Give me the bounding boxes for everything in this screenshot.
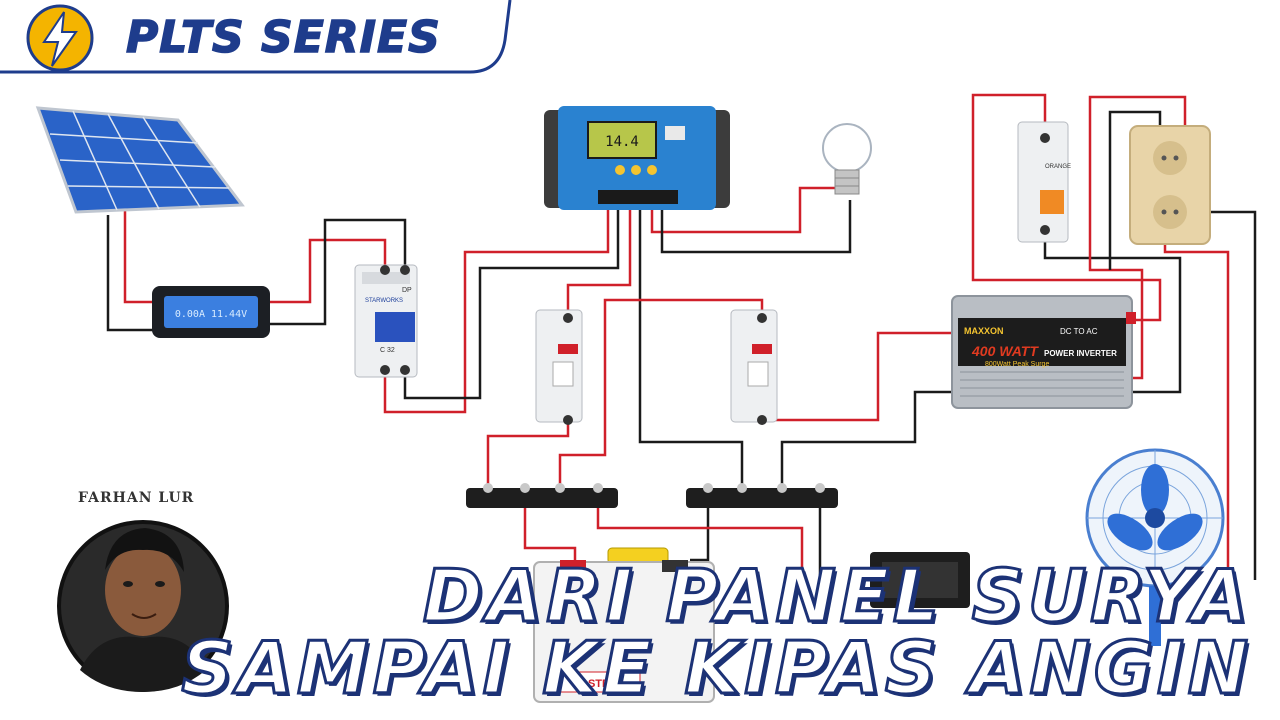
output-mcb-brand: ORANGE [1045,164,1071,170]
inverter-watt: 400 WATT [971,343,1039,359]
charge-controller-icon: 14.4 [544,106,730,210]
wire-red [566,200,632,318]
wire-black [1195,210,1257,580]
mppt-meter-icon: 0.00A 11.44V [152,286,270,338]
light-bulb-icon [822,123,872,195]
stand-fan-icon [1085,448,1225,646]
wire-black [1043,235,1182,394]
inverter-type: POWER INVERTER [1044,349,1117,358]
header-banner [0,0,512,74]
wire-black [660,200,852,254]
main-mcb-icon: STARWORKS DP C 32 [354,264,418,378]
wire-black [106,215,160,332]
inverter-peak: 800Watt Peak Surge [985,361,1049,368]
power-inverter-icon: MAXXON DC TO AC 400 WATT POWER INVERTER … [951,295,1136,409]
wire-red [650,186,838,234]
inverter-type-top: DC TO AC [1060,327,1098,336]
output-mcb-icon: ORANGE [1017,121,1071,243]
wire-red [558,298,764,485]
battery-brand: ASTRA [580,678,618,690]
wire-red [762,331,955,422]
wires [106,93,1257,600]
positive-busbar-icon [466,483,618,508]
author-name: FARHAN LUR [78,490,195,506]
wire-black [638,200,744,485]
mppt-display-text: 0.00A 11.44V [175,309,247,320]
headline-line-1: DARI PANEL SURYA [421,554,1252,638]
dc-breaker-battery-icon [535,309,583,425]
fan-switch-icon [870,552,970,608]
lightning-bolt-icon [26,4,94,72]
wire-red [596,505,804,600]
presenter-avatar [57,520,229,692]
controller-display-text: 14.4 [605,134,639,150]
wire-red [971,93,1162,322]
wire-red [123,200,160,304]
wire-black [690,505,710,562]
headline-line-2: SAMPAI KE KIPAS ANGIN [180,626,1252,710]
wire-red [383,200,610,414]
wire-red [486,420,570,485]
mcb-rating: C 32 [380,347,395,354]
negative-busbar-icon [686,483,838,508]
wire-black [403,200,620,400]
power-socket-icon [1129,125,1211,245]
wire-black [270,218,407,326]
dc-breaker-inverter-icon [730,309,778,425]
solar-panel-icon [35,106,245,214]
series-title: PLTS SERIES [125,11,441,64]
mcb-pole: DP [402,287,412,294]
battery-icon: ASTRA [533,547,715,703]
wire-red [523,505,577,562]
wire-red [270,238,387,304]
wire-red [1088,95,1187,380]
wire-black [780,390,955,485]
inverter-brand: MAXXON [964,326,1004,336]
mcb-brand: STARWORKS [365,298,403,304]
